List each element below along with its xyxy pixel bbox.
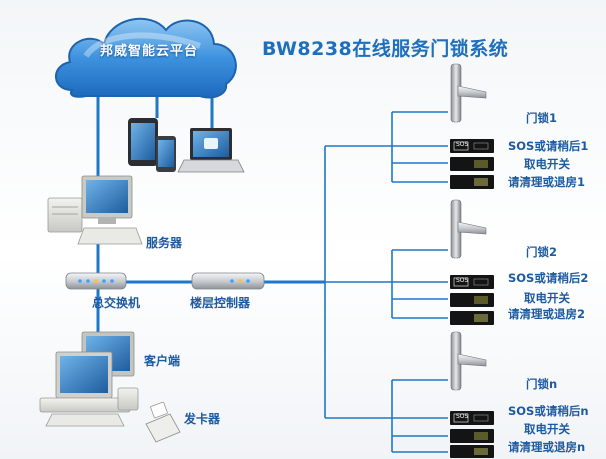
power-1-label: 取电开关 <box>524 157 570 171</box>
sos-panel-1-text: SOS <box>456 141 469 148</box>
client-label: 客户端 <box>144 354 181 368</box>
clean-1-label: 请清理或退房1 <box>508 175 586 189</box>
main-switch-icon <box>65 272 127 290</box>
power-switch-n <box>450 429 494 443</box>
clean-panel-2 <box>450 311 494 325</box>
door-lock-1-icon <box>450 63 487 123</box>
lock-1-label: 门锁1 <box>526 111 558 125</box>
card-issuer-icon <box>145 401 181 443</box>
laptop-icon <box>177 128 245 173</box>
sos-panel-n-text: SOS <box>456 413 469 420</box>
sos-panel-1 <box>450 139 494 153</box>
sos-panel-2 <box>450 275 494 289</box>
clean-2-label: 请清理或退房2 <box>508 307 586 321</box>
clean-n-label: 请清理或退房n <box>508 440 586 454</box>
client-icon <box>39 331 139 427</box>
cloud-label: 邦威智能云平台 <box>100 44 199 59</box>
clean-panel-1 <box>450 175 494 189</box>
lock-2-label: 门锁2 <box>526 245 558 259</box>
power-switch-1 <box>450 157 494 171</box>
sos-n-label: SOS或请稍后n <box>508 404 589 418</box>
tablet-icon <box>128 118 158 166</box>
clean-panel-n <box>450 445 494 458</box>
phone-icon <box>156 136 176 172</box>
floor-controller-label: 楼层控制器 <box>190 296 251 310</box>
sos-2-label: SOS或请稍后2 <box>508 271 589 285</box>
main-switch-label: 总交换机 <box>92 296 141 310</box>
diagram-title: BW8238在线服务门锁系统 <box>262 38 509 60</box>
server-label: 服务器 <box>146 236 183 250</box>
power-2-label: 取电开关 <box>524 291 570 305</box>
lock-n-label: 门锁n <box>526 377 558 391</box>
power-switch-2 <box>450 293 494 307</box>
cloud-platform <box>55 17 237 99</box>
sos-panel-n <box>450 411 494 425</box>
floor-controller-icon <box>191 272 265 290</box>
card-issuer-label: 发卡器 <box>184 412 221 426</box>
power-n-label: 取电开关 <box>524 422 570 436</box>
door-lock-2-icon <box>450 199 487 259</box>
sos-panel-2-text: SOS <box>456 277 469 284</box>
sos-1-label: SOS或请稍后1 <box>508 139 589 153</box>
server-icon <box>47 175 143 245</box>
door-lock-n-icon <box>450 331 487 391</box>
floor-bus-lines <box>324 111 448 453</box>
